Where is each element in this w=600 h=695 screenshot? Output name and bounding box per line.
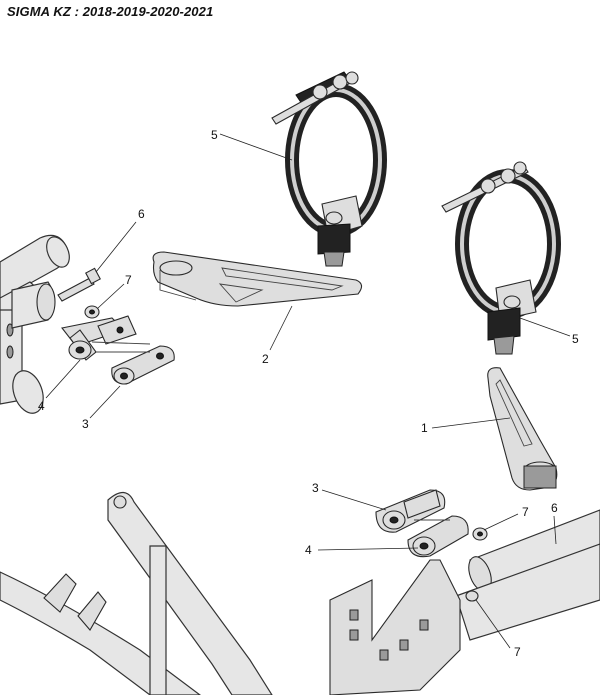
callout-4-right-bracket: 4 (305, 543, 312, 557)
callout-2-long-bracket: 2 (262, 352, 269, 366)
exhaust-clamp-upper (271, 71, 387, 267)
left-clamp-bracket (61, 315, 175, 385)
right-clamp-bracket (375, 489, 469, 558)
callout-7-right-nut-upper: 7 (522, 505, 529, 519)
callout-5-lower-clamp: 5 (572, 332, 579, 346)
exhaust-clamp-lower (441, 161, 561, 355)
left-nut (84, 305, 100, 319)
callout-3-right-bracket: 3 (312, 481, 319, 495)
callout-7-left-nut: 7 (125, 273, 132, 287)
diagram-title: SIGMA KZ : 2018-2019-2020-2021 (7, 4, 214, 19)
leader-lines (45, 133, 571, 649)
callout-7-right-nut-lower: 7 (514, 645, 521, 659)
exhaust-bracket-short (487, 367, 558, 491)
callout-6-left-bolt: 6 (138, 207, 145, 221)
right-frame-tubes (329, 509, 600, 695)
right-nut-upper (472, 527, 488, 541)
left-frame-tubes (0, 234, 70, 414)
callout-4-left-bracket: 4 (38, 399, 45, 413)
callout-3-left-bracket: 3 (82, 417, 89, 431)
lower-frame-tubes (0, 491, 273, 695)
callout-1-short-bracket: 1 (421, 421, 428, 435)
exhaust-bracket-long (152, 251, 363, 307)
left-bolt (57, 267, 101, 302)
callout-6-right-bolt: 6 (551, 501, 558, 515)
callout-5-upper-clamp: 5 (211, 128, 218, 142)
